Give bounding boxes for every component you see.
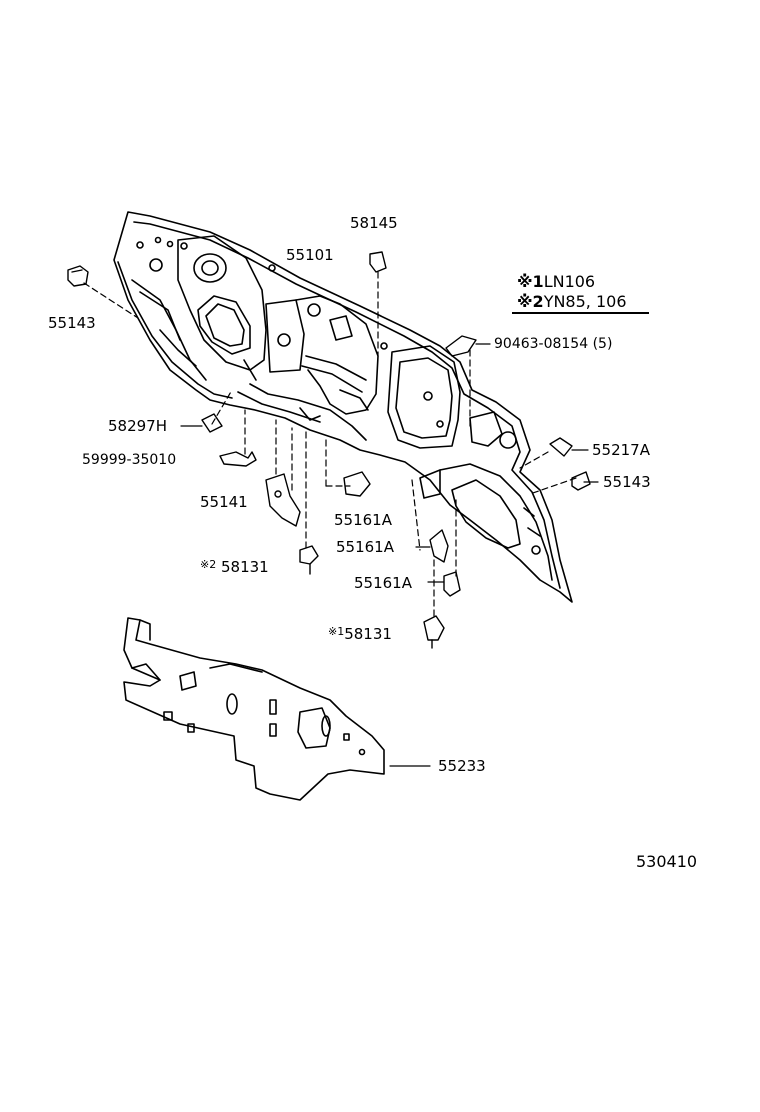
small-parts <box>67 251 591 649</box>
legend-text-1: LN106 <box>543 272 596 291</box>
part-label-55233: 55233 <box>438 757 486 775</box>
grommet-55161A-lower <box>443 571 461 597</box>
part-label-55143-left: 55143 <box>48 314 96 332</box>
part-label-59999-35010: 59999-35010 <box>82 452 177 468</box>
part-label-58131-yn-mark: ※2 <box>200 558 217 571</box>
diagram-code: 530410 <box>636 852 698 871</box>
clip-55143-right <box>571 471 591 491</box>
right-wing <box>419 463 553 581</box>
left-wing-detail <box>131 236 207 381</box>
fastener-58131-a <box>299 545 319 565</box>
right-plate <box>380 342 517 449</box>
part-label-55141: 55141 <box>200 493 248 511</box>
part-label-55161A-middle: 55161A <box>336 538 394 556</box>
part-label-58297H: 58297H <box>108 417 167 435</box>
clip-55217A <box>549 437 573 457</box>
bracket-55141 <box>265 473 301 527</box>
clip-55143-left <box>67 265 89 287</box>
left-plate <box>177 235 305 373</box>
legend-mark-2: ※2 <box>517 292 544 311</box>
part-label-58131-ln-number: 58131 <box>344 625 392 643</box>
part-label-90463-08154: 90463-08154 (5) <box>494 336 613 352</box>
grommet-55161A-upper <box>343 471 371 497</box>
part-label-58131-ln: ※158131 <box>328 623 392 643</box>
fastener-58131-b <box>423 615 445 641</box>
clip-58297H <box>201 413 223 433</box>
clip-58145 <box>369 251 387 273</box>
part-label-55217A: 55217A <box>592 441 650 459</box>
part-label-58131-ln-mark: ※1 <box>328 625 345 638</box>
insulator-pad-55233 <box>123 617 385 801</box>
legend-text-2: YN85, 106 <box>543 292 627 311</box>
part-label-55143-right: 55143 <box>603 473 651 491</box>
part-label-58131-yn: ※2 58131 <box>200 556 269 576</box>
hose-59999 <box>219 451 257 467</box>
leader-lines <box>83 271 577 621</box>
legend-row-1: ※1LN106 <box>517 273 595 290</box>
part-label-55161A-upper: 55161A <box>334 511 392 529</box>
legend-row-2: ※2YN85, 106 <box>517 293 627 310</box>
part-label-55101: 55101 <box>286 246 334 264</box>
grommet-55161A-middle <box>429 529 449 563</box>
center-region <box>237 295 379 441</box>
part-label-58131-yn-number: 58131 <box>221 558 269 576</box>
label-leaders <box>180 343 599 767</box>
legend-underline <box>512 312 649 314</box>
part-label-58145: 58145 <box>350 214 398 232</box>
part-label-55161A-lower: 55161A <box>354 574 412 592</box>
clip-90463 <box>445 335 477 357</box>
legend-mark-1: ※1 <box>517 272 544 291</box>
